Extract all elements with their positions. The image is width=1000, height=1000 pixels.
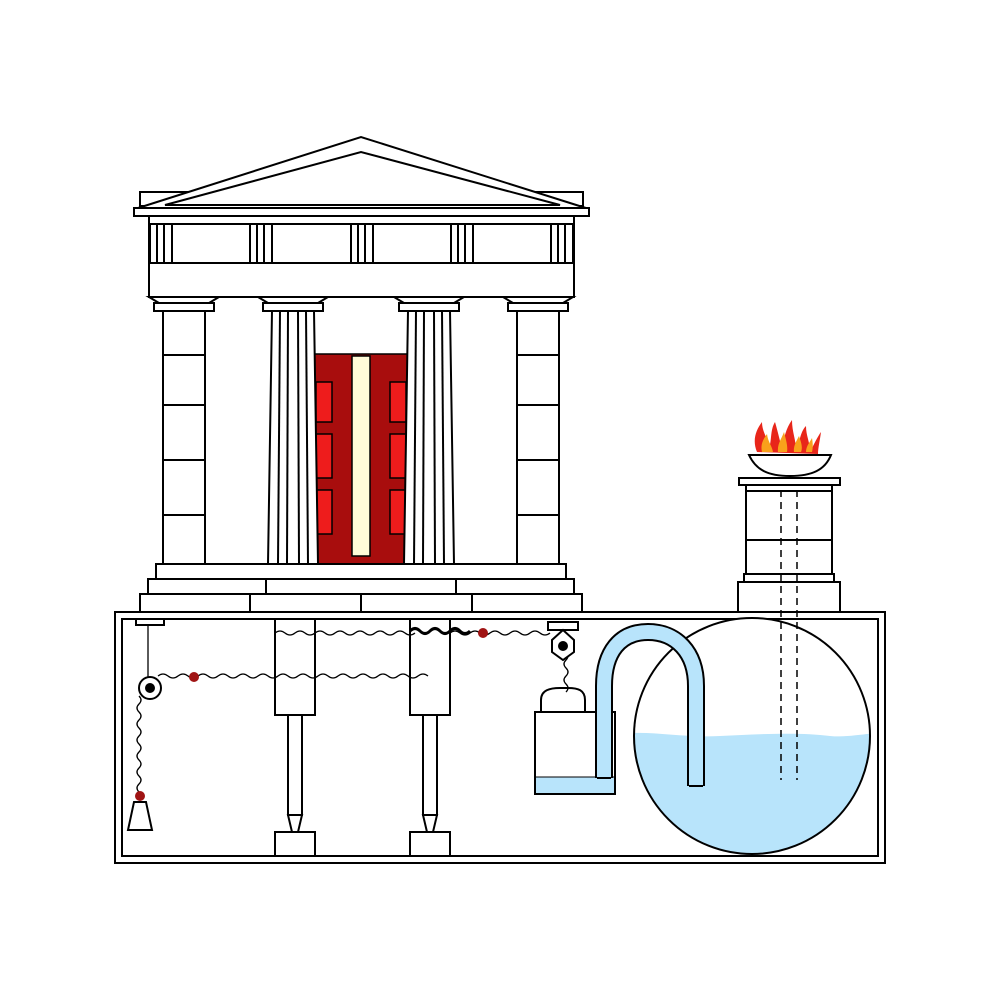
siphon-pipe — [595, 623, 705, 787]
bucket-handle — [540, 687, 586, 712]
upper-pulley — [547, 621, 579, 662]
temple-architrave — [148, 262, 575, 298]
rope-to-counterweight — [136, 695, 142, 793]
door-gap — [351, 355, 371, 557]
tank-water — [634, 732, 870, 854]
rope-knots — [135, 628, 488, 801]
triglyph — [149, 223, 173, 264]
temple-steps — [139, 563, 583, 613]
door-axle-right — [409, 618, 451, 857]
counterweight — [126, 801, 154, 831]
temple-frieze — [148, 223, 575, 264]
altar — [737, 420, 841, 613]
triglyph — [350, 223, 374, 264]
door-left — [315, 381, 333, 535]
triglyph — [450, 223, 474, 264]
bucket-water — [536, 777, 614, 793]
rope — [136, 623, 569, 793]
knot — [135, 791, 145, 801]
temple-column — [145, 296, 223, 565]
knot — [478, 628, 488, 638]
rope-lower — [157, 673, 429, 679]
rope-wound — [408, 627, 472, 635]
temple — [133, 135, 590, 613]
top-left-anchor — [135, 618, 165, 626]
temple-column — [390, 296, 468, 565]
fire-pipe — [780, 490, 798, 780]
door-axle-left — [274, 618, 316, 857]
knot — [189, 672, 199, 682]
door-right — [389, 381, 407, 535]
temple-column — [499, 296, 577, 565]
temple-doors — [313, 353, 409, 565]
pulley — [138, 676, 162, 700]
altar-bowl — [747, 454, 833, 478]
triglyph — [249, 223, 273, 264]
rope-to-bucket — [563, 651, 569, 693]
triglyph — [550, 223, 574, 264]
altar-fire — [754, 420, 821, 454]
underground-chamber — [114, 611, 886, 864]
temple-pediment — [133, 135, 590, 225]
door-axles — [274, 618, 451, 857]
